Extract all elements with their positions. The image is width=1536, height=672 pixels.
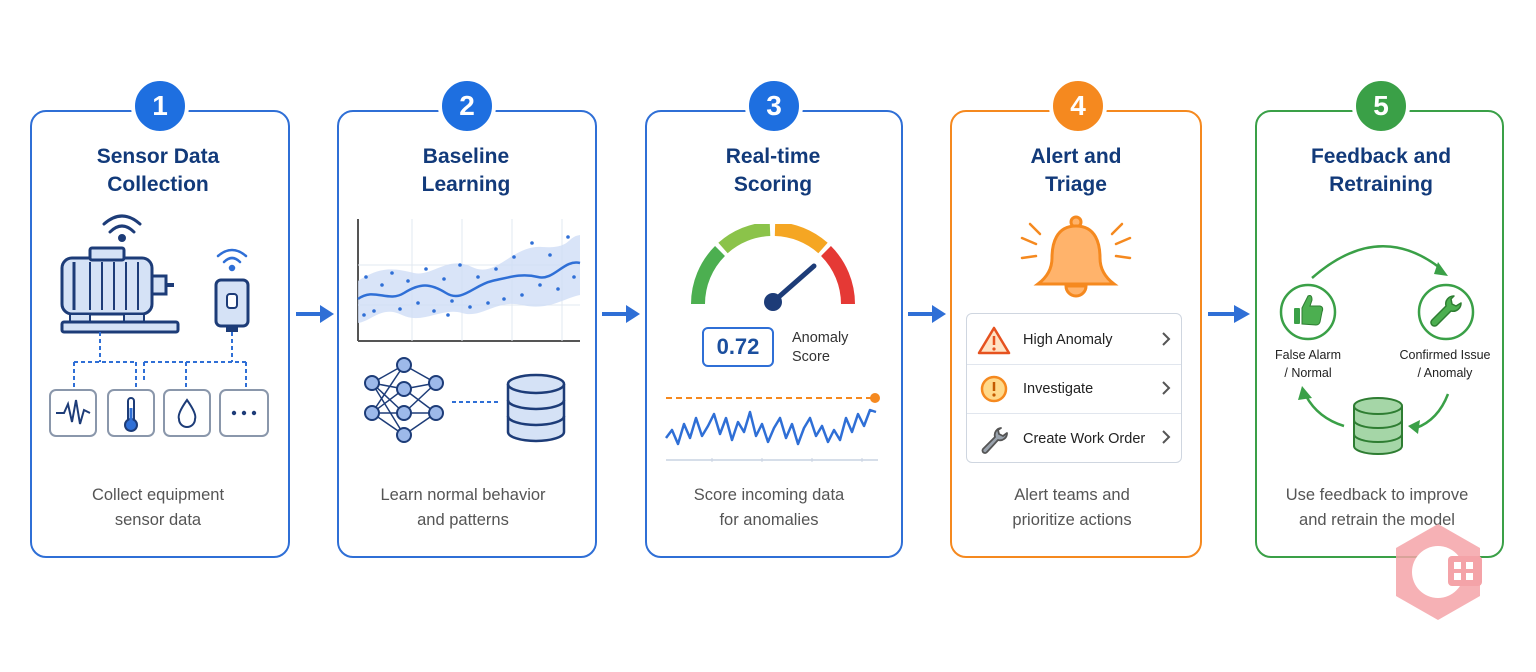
step-desc-3: Score incoming data for anomalies [693,486,845,529]
bell-icon [1020,215,1132,298]
watermark-logo-icon [1396,524,1482,620]
chevron-right-icon [1162,332,1171,346]
thermometer-icon [107,389,155,437]
confirmed-issue-label: Confirmed Issue / Anomaly [1399,348,1491,380]
water-drop-icon [163,389,211,437]
more-icon [219,389,269,437]
step-desc-2: Learn normal behavior and patterns [380,486,546,529]
anomaly-score-value: 0.72 [702,327,774,367]
wifi-icon [102,214,142,242]
action-label: Investigate [1023,381,1094,397]
arrow-right-icon [908,305,946,323]
step-title-2: Baseline Learning [421,145,511,196]
step-card-1 [30,110,290,558]
action-label: Create Work Order [1023,430,1146,447]
step-title-5: Feedback and Retraining [1310,145,1452,196]
arrow-right-icon [296,305,334,323]
exclamation-circle-icon [980,375,1008,403]
step-title-4: Alert and Triage [1030,145,1122,196]
database-icon [1353,397,1403,455]
thumbs-up-icon [1279,283,1337,341]
wifi-icon [216,248,248,272]
action-investigate[interactable]: Investigate [967,365,1181,414]
neural-network-icon [364,357,444,443]
arrow-right-icon [602,305,640,323]
retraining-cycle-illustration [1279,245,1475,455]
arrow-right-icon [1208,305,1250,323]
wrench-icon [981,426,1008,454]
motor-icon [60,246,180,334]
action-high-anomaly[interactable]: High Anomaly [967,316,1181,365]
step-desc-1: Collect equipment sensor data [91,486,225,529]
step-card-2 [337,110,597,558]
action-label: High Anomaly [1023,332,1113,348]
alert-action-list: High Anomaly Investigate Create Work Ord… [966,313,1182,463]
false-alarm-label: False Alarm / Normal [1275,348,1341,380]
dashed-connector [452,401,500,403]
step-card-3 [645,110,903,558]
step-badge-2: 2 [438,77,496,135]
chevron-right-icon [1162,381,1171,395]
step-badge-4: 4 [1049,77,1107,135]
anomaly-score-label: Anomaly Score [792,330,849,365]
sensor-device-icon [214,278,250,332]
step-title-3: Real-time Scoring [725,145,821,196]
action-create-work-order[interactable]: Create Work Order [967,414,1181,463]
step-desc-4: Alert teams and prioritize actions [1012,486,1132,529]
step-title-1: Sensor Data Collection [96,145,220,196]
gauge-icon [691,224,855,311]
step-badge-5: 5 [1352,77,1410,135]
realtime-signal-chart [665,393,880,462]
vibration-sensor-icon [49,389,97,437]
baseline-chart-illustration [357,219,581,342]
sensor-collection-illustration [49,214,269,437]
chevron-right-icon [1162,430,1171,444]
database-icon [506,373,566,443]
warning-triangle-icon [977,326,1011,355]
step-desc-5: Use feedback to improve and retrain the … [1285,486,1469,529]
wrench-icon [1417,283,1475,341]
step-badge-1: 1 [131,77,189,135]
step-badge-3: 3 [745,77,803,135]
